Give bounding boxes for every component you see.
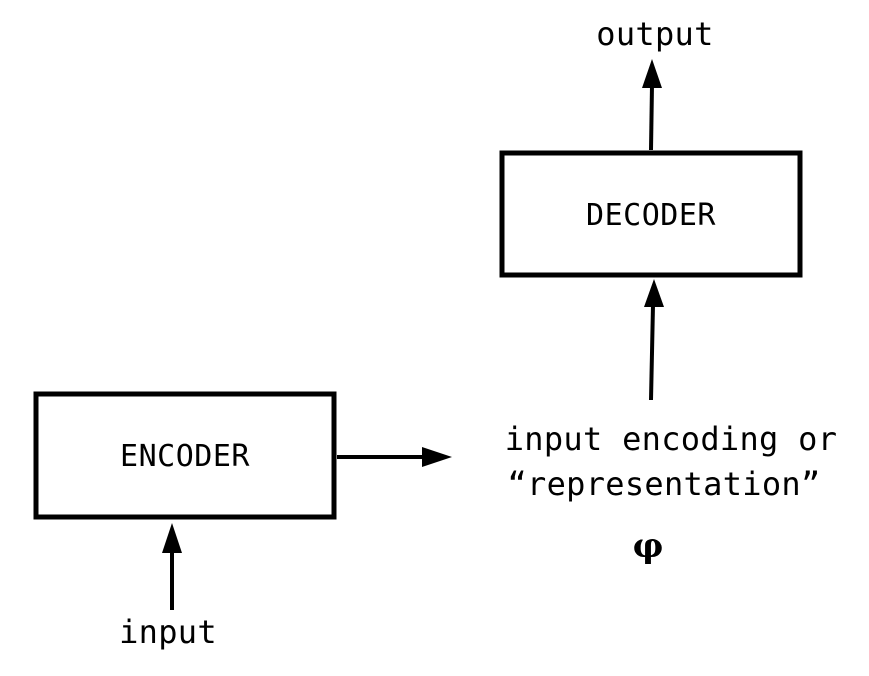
decoder-label: DECODER: [586, 198, 716, 233]
representation-to-decoder-arrow: [644, 279, 664, 401]
encoder-arrow-head: [422, 447, 452, 467]
representation-label-line1: input encoding or: [505, 420, 838, 458]
input-to-encoder-arrow: [162, 523, 182, 610]
output-label: output: [596, 15, 713, 53]
input-label: input: [119, 613, 217, 651]
representation-label-line2: “representation”: [507, 465, 820, 503]
decoder-block: DECODER: [499, 150, 803, 278]
encoder-label: ENCODER: [120, 439, 250, 474]
output-arrow-head: [642, 59, 662, 88]
decoder-to-output-arrow: [642, 59, 662, 151]
phi-symbol: φ: [633, 526, 664, 566]
encoder-to-representation-arrow: [337, 447, 452, 467]
encoder-box: [33, 391, 337, 520]
output-arrow-shaft: [649, 84, 654, 151]
encoder-block: ENCODER: [33, 391, 337, 520]
decoder-input-arrow-shaft: [649, 304, 655, 401]
decoder-box: [499, 150, 803, 278]
decoder-input-arrow-head: [644, 279, 664, 307]
input-arrow-head: [162, 523, 182, 553]
